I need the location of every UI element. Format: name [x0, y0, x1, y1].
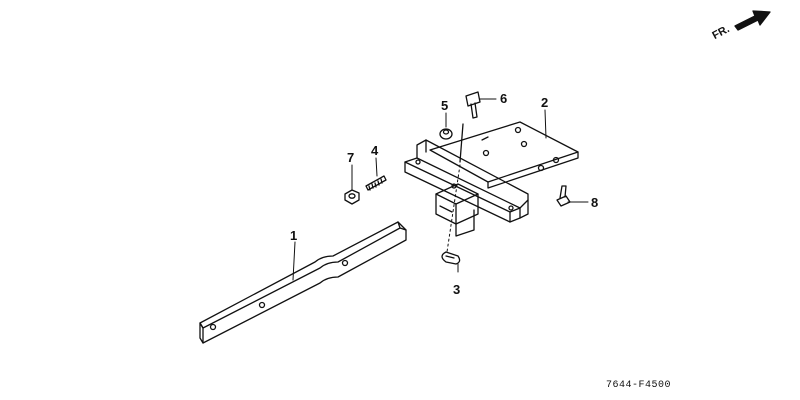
pin-part	[459, 91, 481, 163]
diagram-code: 7644-F4500	[606, 380, 672, 391]
clip-part	[441, 251, 461, 265]
callout-part-6: 6	[500, 91, 508, 106]
callout-part-8: 8	[591, 195, 599, 210]
callout-part-1: 1	[290, 228, 298, 243]
nut-part	[344, 189, 360, 205]
callout-part-2: 2	[541, 95, 549, 110]
threaded-stud-part	[365, 175, 387, 191]
callout-part-4: 4	[371, 143, 379, 158]
callout-part-7: 7	[347, 150, 355, 165]
bolt-part	[556, 185, 571, 207]
bar-arm-part	[199, 221, 407, 344]
leader-lines	[292, 98, 589, 281]
front-direction-arrow-icon	[734, 10, 771, 31]
hitch-bracket-part	[404, 121, 579, 237]
callout-part-5: 5	[441, 98, 449, 113]
callout-part-3: 3	[453, 282, 461, 297]
collar-part	[439, 128, 453, 140]
